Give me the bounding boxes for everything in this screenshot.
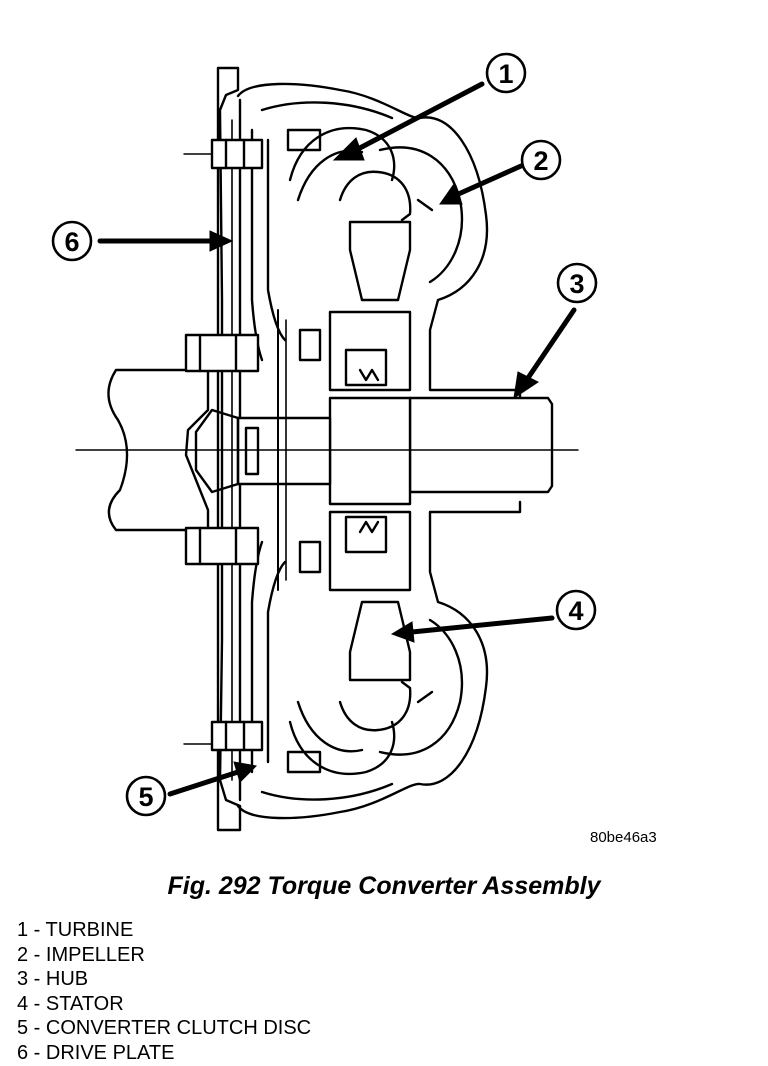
callout-arrow-6 bbox=[97, 230, 234, 252]
callout-6: 6 bbox=[51, 220, 93, 262]
legend-item: 4 - STATOR bbox=[17, 992, 124, 1015]
callout-arrow-5 bbox=[167, 761, 258, 797]
svg-text:4: 4 bbox=[568, 596, 583, 626]
svg-text:6: 6 bbox=[64, 227, 79, 257]
callout-3: 3 bbox=[556, 262, 598, 304]
torque-converter-diagram: 1 2 3 4 5 6 bbox=[51, 52, 598, 832]
legend-item: 6 - DRIVE PLATE bbox=[17, 1041, 175, 1064]
svg-text:1: 1 bbox=[498, 59, 513, 89]
legend-item: 5 - CONVERTER CLUTCH DISC bbox=[17, 1017, 312, 1040]
callout-arrow-3 bbox=[513, 307, 577, 400]
legend-list: 1 - TURBINE 2 - IMPELLER 3 - HUB 4 - STA… bbox=[17, 918, 311, 1066]
callout-arrow-2 bbox=[439, 163, 524, 205]
turbine bbox=[288, 126, 412, 776]
svg-text:5: 5 bbox=[138, 782, 153, 812]
callout-2: 2 bbox=[520, 139, 562, 181]
bolt-upper bbox=[183, 138, 264, 170]
stator bbox=[328, 220, 412, 682]
front-cover bbox=[236, 82, 522, 820]
figure-reference-code: 80be46a3 bbox=[590, 829, 657, 846]
legend-item: 1 - TURBINE bbox=[17, 919, 134, 941]
callout-4: 4 bbox=[555, 589, 597, 631]
drive-plate bbox=[216, 66, 242, 832]
svg-text:3: 3 bbox=[569, 269, 584, 299]
legend-item: 2 - IMPELLER bbox=[17, 943, 145, 966]
legend-item: 3 - HUB bbox=[17, 968, 89, 991]
hub bbox=[194, 396, 554, 506]
callout-arrow-1 bbox=[332, 81, 485, 161]
mount-bolt-upper bbox=[184, 333, 260, 373]
mount-bolt-lower bbox=[184, 526, 260, 566]
callout-arrow-4 bbox=[390, 615, 555, 643]
callout-1: 1 bbox=[485, 52, 527, 94]
bolt-lower bbox=[183, 720, 264, 752]
figure-caption: Fig. 292 Torque Converter Assembly bbox=[167, 872, 601, 900]
callout-5: 5 bbox=[125, 775, 167, 817]
svg-text:2: 2 bbox=[533, 146, 548, 176]
